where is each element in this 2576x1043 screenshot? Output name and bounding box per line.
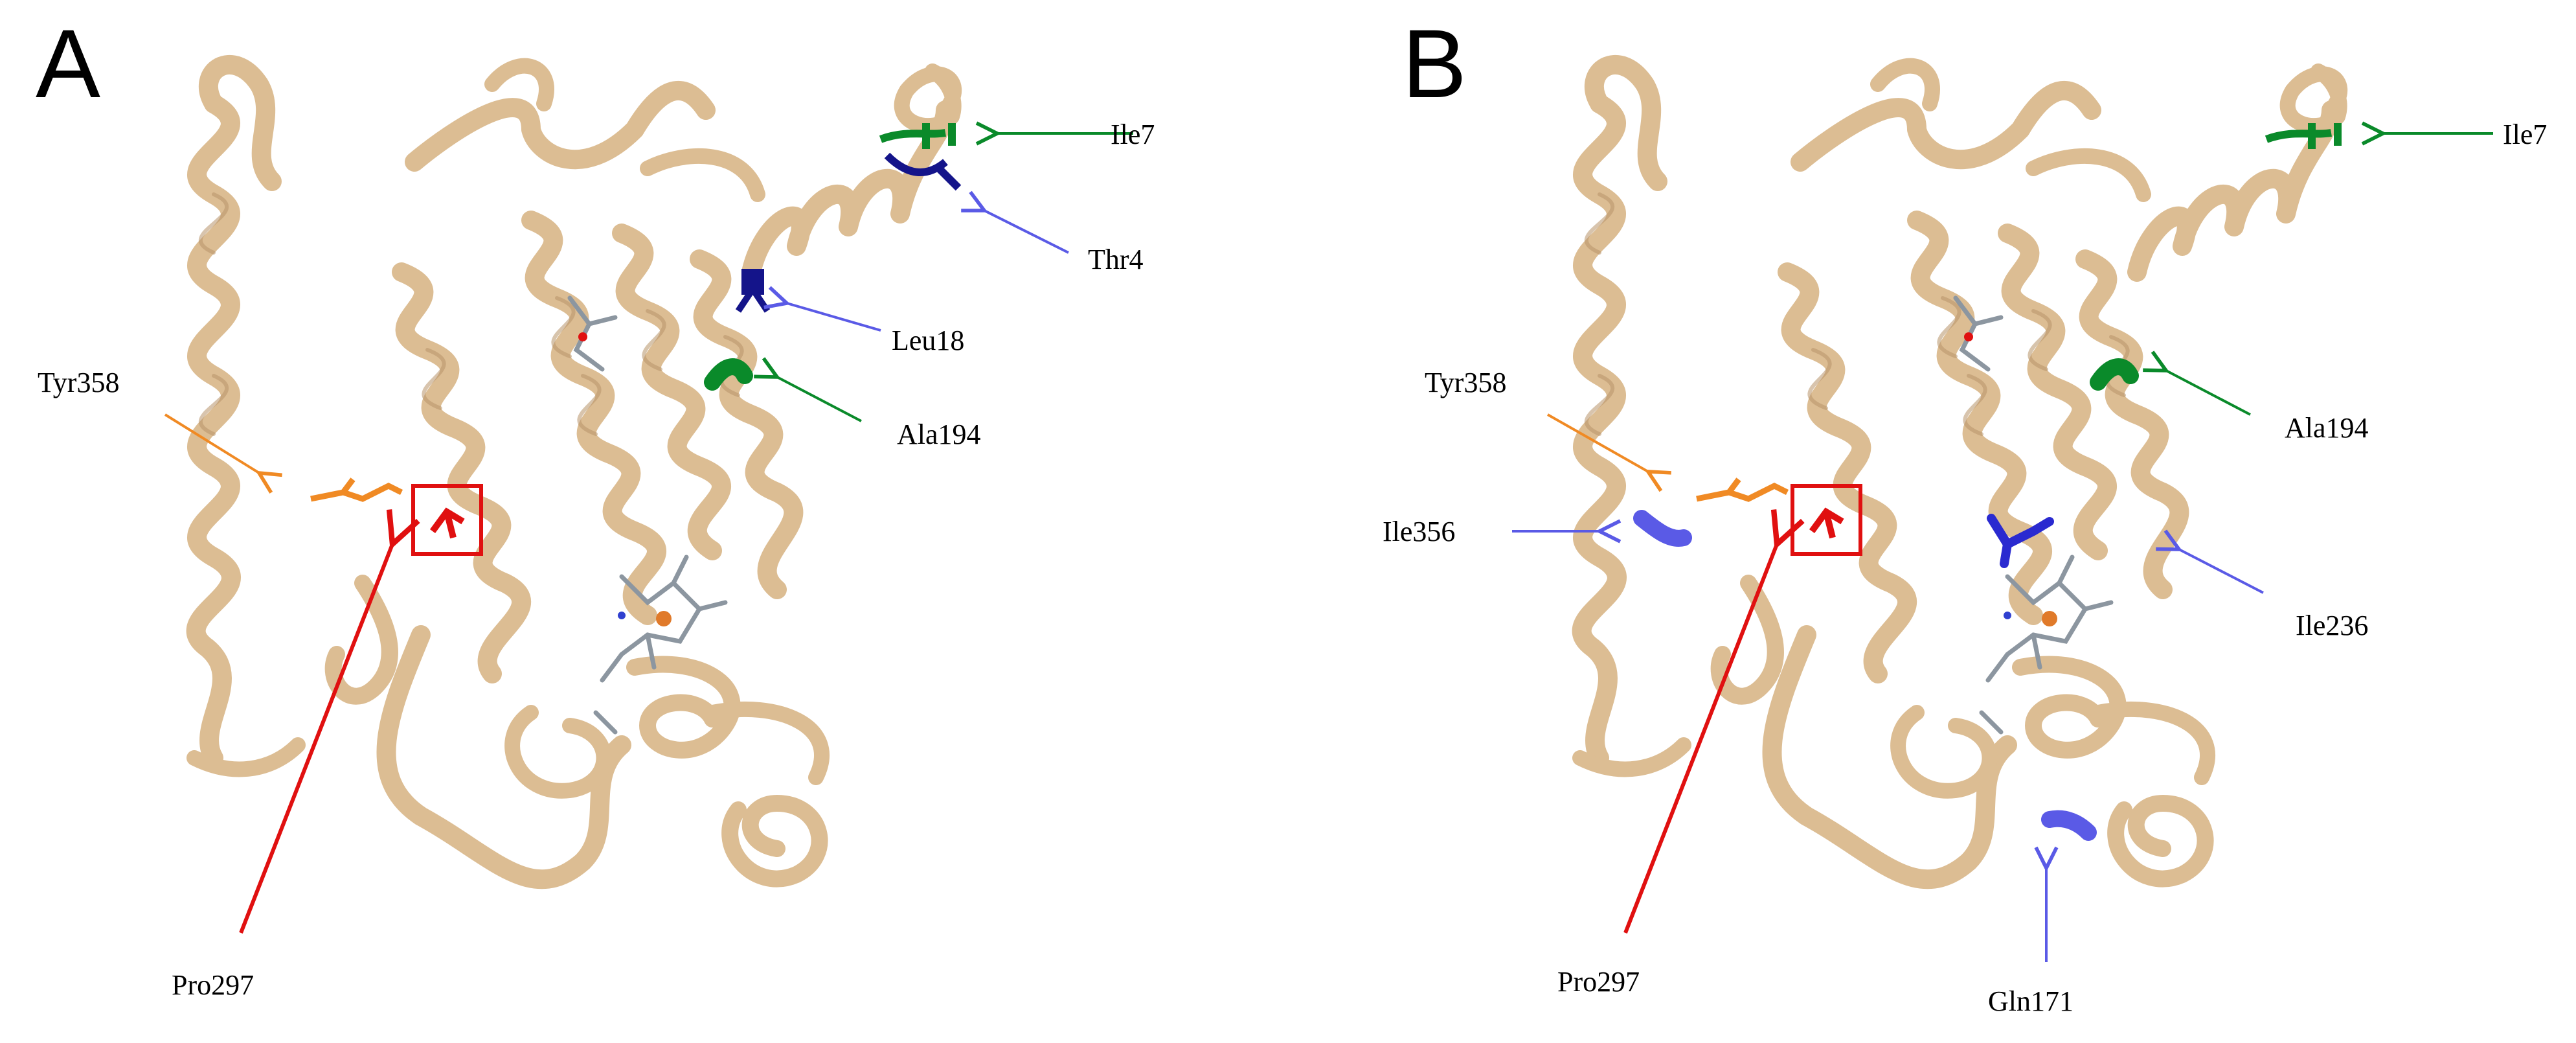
panel-a-pro297-residue	[429, 507, 465, 539]
panel-b-gln171-residue	[2041, 810, 2097, 841]
panel-b-ile236-arrow	[2179, 549, 2264, 594]
panel-a-tyr358-arrow	[164, 413, 259, 473]
panel-b-pro297-residue	[1809, 507, 1844, 539]
panel-a-label-thr4: Thr4	[1088, 244, 1144, 275]
panel-a-thr4-arrow	[984, 211, 1069, 254]
panel-b-letter: B	[1402, 9, 1467, 118]
panel-b-tyr358-arrow	[1547, 413, 1648, 472]
panel-a: A Ile7 Thr4 Leu18 Ala194 Tyr358 Pro297	[36, 9, 1155, 1001]
panel-b: B Ile7 Ala194 Tyr358 Ile356 Ile236 Pro29…	[1383, 9, 2547, 1017]
panel-b-label-pro297: Pro297	[1557, 966, 1640, 998]
panel-a-leu18-residue	[735, 269, 771, 313]
panel-a-letter: A	[36, 9, 100, 118]
panel-b-pro297-arrow	[1623, 544, 1777, 934]
panel-b-label-ala194: Ala194	[2285, 412, 2369, 444]
panel-a-leu18-arrow	[787, 303, 881, 332]
panel-a-label-leu18: Leu18	[892, 325, 964, 356]
panel-b-ile356-residue	[1633, 510, 1692, 547]
panel-b-tyr358-residue	[1696, 477, 1789, 502]
panel-b-ile236-residue	[1987, 514, 2054, 568]
panel-a-ala194-arrow	[777, 377, 862, 422]
panel-a-label-tyr358: Tyr358	[38, 367, 119, 398]
panel-b-ile7-residue	[2265, 123, 2342, 149]
panel-b-label-ile236: Ile236	[2296, 610, 2368, 641]
panel-b-label-tyr358: Tyr358	[1425, 367, 1506, 398]
panel-b-label-ile356: Ile356	[1383, 516, 1455, 547]
panel-b-ala194-residue	[2090, 358, 2139, 391]
panel-a-tyr358-residue	[310, 477, 403, 502]
panel-b-ala194-arrow	[2166, 371, 2251, 416]
panel-a-thr4-residue	[884, 152, 962, 191]
panel-a-ile7-residue	[879, 123, 956, 149]
panel-a-pro297-arrow	[239, 544, 392, 934]
panel-a-label-ile7: Ile7	[1111, 119, 1155, 150]
panel-b-label-gln171: Gln171	[1988, 985, 2073, 1017]
panel-b-label-ile7: Ile7	[2503, 119, 2547, 150]
panel-a-label-pro297: Pro297	[172, 969, 254, 1001]
panel-a-ala194-residue	[704, 358, 753, 391]
panel-a-label-ala194: Ala194	[897, 418, 981, 450]
